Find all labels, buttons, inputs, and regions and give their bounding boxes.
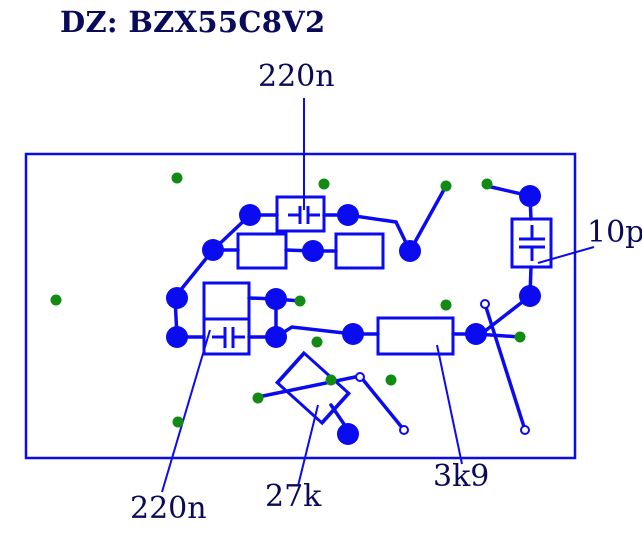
leader-220n-bottom bbox=[161, 329, 211, 493]
label-220n-bottom: 220n bbox=[130, 491, 207, 526]
resistor-27k-body bbox=[274, 350, 352, 426]
open-vias bbox=[355, 299, 530, 435]
label-27k: 27k bbox=[265, 479, 322, 514]
capacitor-220n-top bbox=[275, 195, 326, 233]
capacitor-10p bbox=[510, 217, 553, 269]
leader-27k bbox=[297, 404, 319, 487]
label-220n-top: 220n bbox=[258, 59, 335, 94]
board-outline bbox=[24, 152, 577, 460]
component-body-b bbox=[334, 232, 385, 270]
page-title: DZ: BZX55C8V2 bbox=[60, 5, 326, 39]
label-3k9: 3k9 bbox=[433, 459, 490, 494]
component-body-a bbox=[236, 232, 288, 270]
vias bbox=[50, 172, 526, 428]
leader-3k9 bbox=[436, 344, 463, 465]
label-10p: 10p bbox=[587, 215, 642, 250]
resistor-3k9-body bbox=[376, 316, 455, 356]
pads bbox=[166, 185, 541, 445]
capacitor-220n-bottom bbox=[202, 281, 251, 356]
leader-10p bbox=[537, 246, 595, 264]
